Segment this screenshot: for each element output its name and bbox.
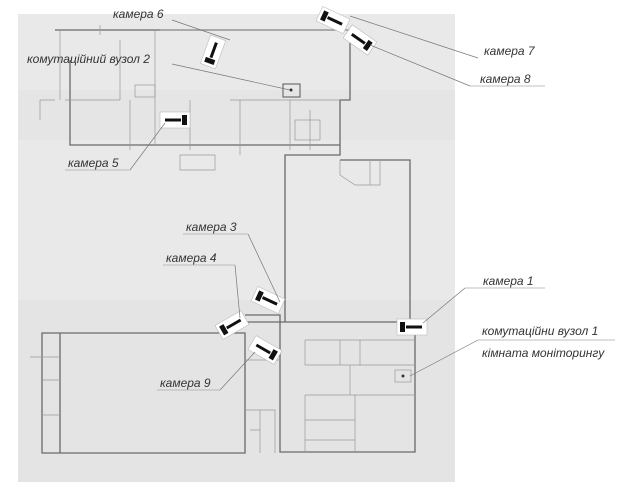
camera-5-label: камера 5 [68,156,119,170]
camera-9-label: камера 9 [160,376,211,390]
lower-left-warehouse [30,332,276,454]
central-hall [284,159,411,322]
camera-4-label: камера 4 [166,251,217,265]
switch-node-1-label: комутаційни вузол 1 [482,324,598,338]
switch-node-2-marker [282,83,301,98]
camera-7-label: камера 7 [484,44,536,58]
camera-1-label: камера 1 [483,274,534,288]
switch-node-2-label: комутаційний вузол 2 [27,52,150,66]
camera-1-icon[interactable] [396,318,428,336]
monitoring-room-label: кімната моніторингу [482,346,605,360]
camera-5-icon[interactable] [159,111,191,129]
camera-6-label: камера 6 [113,7,164,21]
lower-right-rooms [245,314,416,453]
camera-8-label: камера 8 [480,72,531,86]
camera-3-label: камера 3 [186,220,237,234]
leader-lines [65,15,615,391]
